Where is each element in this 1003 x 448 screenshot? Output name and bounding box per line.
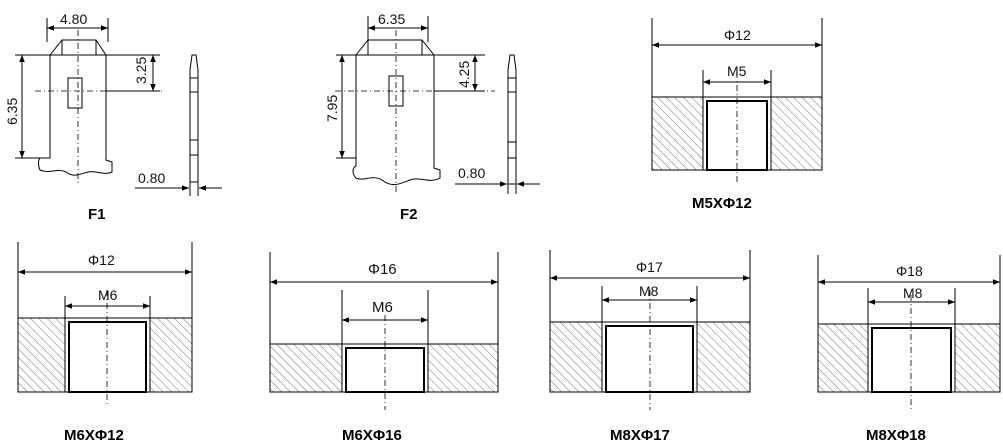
m8x17-caption: M8XΦ17 <box>610 427 670 444</box>
m8x18-thread-label: M8 <box>903 285 923 301</box>
f2-height-label: 7.95 <box>324 95 340 122</box>
f1-height-label: 6.35 <box>4 98 20 125</box>
f2-offset-label: 4.25 <box>456 61 472 88</box>
f1-hole <box>67 77 83 109</box>
nut-m6x16: Φ16 M6 M6XΦ16 <box>269 252 499 444</box>
f2-blade-outline <box>352 39 441 186</box>
m8x18-outer-label: Φ18 <box>896 263 923 279</box>
nut-m8x18: Φ18 M8 M8XΦ18 <box>817 255 1001 444</box>
f2-hole <box>388 75 404 107</box>
m5x12-thread-label: M5 <box>727 63 747 79</box>
m8x18-caption: M8XΦ18 <box>866 427 926 444</box>
f1-thickness-label: 0.80 <box>138 170 165 186</box>
m5x12-outer-label: Φ12 <box>724 27 751 43</box>
f2-width-label: 6.35 <box>378 11 405 27</box>
m6x12-caption: M6XΦ12 <box>64 427 124 444</box>
m6x12-thread-label: M6 <box>98 287 118 303</box>
m8x17-outer-label: Φ17 <box>636 259 663 275</box>
nut-m5x12: Φ12 M5 M5XΦ12 <box>651 18 823 212</box>
nut-m6x12: Φ12 M6 M6XΦ12 <box>17 242 193 444</box>
f2-side-view <box>507 54 517 185</box>
nut-m8x17: Φ17 M8 M8XΦ17 <box>549 250 751 444</box>
f1-caption: F1 <box>88 206 106 223</box>
m5x12-caption: M5XΦ12 <box>692 195 752 212</box>
m6x16-caption: M6XΦ16 <box>342 427 402 444</box>
f1-side-view <box>189 54 199 183</box>
m6x16-outer-label: Φ16 <box>368 261 397 278</box>
f1-offset-label: 3.25 <box>133 57 149 84</box>
m6x12-outer-label: Φ12 <box>88 252 115 268</box>
f2-thickness-label: 0.80 <box>458 165 485 181</box>
m8x17-thread-label: M8 <box>639 283 659 299</box>
f1-width-label: 4.80 <box>60 11 87 27</box>
m6x16-thread-label: M6 <box>372 299 393 316</box>
terminal-f1: 4.80 6.35 3.25 0.80 F1 <box>4 11 222 223</box>
f1-blade-outline <box>38 39 113 176</box>
f2-caption: F2 <box>400 206 418 223</box>
terminal-f2: 6.35 7.95 4.25 0.80 F2 <box>324 11 540 223</box>
